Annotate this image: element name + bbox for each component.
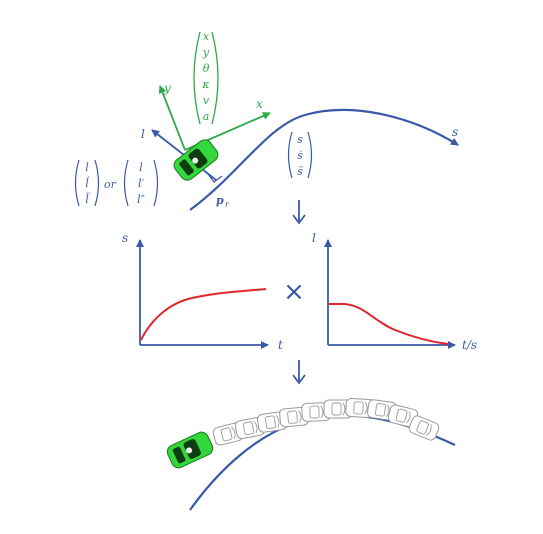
lt-paren-left: [74, 159, 80, 207]
reference-path: [189, 108, 459, 211]
cartesian-paren-right: [211, 31, 219, 125]
or-text: or: [104, 178, 117, 191]
s-state-sdot: ṡ: [297, 149, 303, 162]
l-axis-label: l: [141, 127, 145, 141]
state-v: v: [203, 94, 210, 107]
la-paren-right: [153, 159, 159, 207]
lt-state-ldot: l̇: [85, 177, 89, 190]
l-state-time-vector: l l̇ l̈: [74, 159, 100, 207]
car-icon: [173, 139, 219, 181]
s-curve: [140, 288, 267, 341]
multiply-operator: ×: [283, 277, 305, 307]
cartesian-y-label: y: [163, 81, 171, 95]
la-state-ldoubleprime: l″: [137, 193, 146, 206]
s-state-sddot: s̈: [297, 165, 303, 178]
state-theta: θ: [203, 62, 210, 75]
state-kappa: κ: [201, 78, 210, 91]
down-arrow-icon: [292, 200, 306, 225]
t-axis-label: t: [278, 338, 283, 352]
la-state-l: l: [139, 161, 143, 174]
lt-state-l: l: [85, 161, 89, 174]
state-x: x: [203, 30, 210, 43]
ts-axis-label: t/s: [462, 338, 477, 352]
cartesian-state-vector: x y θ κ v a: [193, 30, 219, 125]
cartesian-x-label: x: [256, 97, 263, 111]
state-y: y: [202, 46, 210, 59]
l-ts-plot: l t/s: [312, 231, 477, 352]
projection-point-subscript: r: [225, 200, 230, 209]
lt-state-lddot: l̈: [85, 193, 90, 206]
lt-paren-right: [94, 159, 100, 207]
path-s-label: s: [452, 125, 458, 139]
projection-point-label: p: [216, 194, 224, 207]
right-angle-marker: [207, 173, 223, 183]
l-state-arc-vector: l l′ l″: [123, 159, 159, 207]
s-axis-label: s: [122, 231, 128, 245]
l-axis-plot-label: l: [312, 231, 316, 245]
cartesian-paren-left: [193, 31, 201, 125]
car-icon: [166, 431, 214, 469]
s-state-s: s: [297, 133, 303, 146]
la-state-lprime: l′: [138, 177, 145, 190]
l-curve: [329, 303, 449, 345]
s-paren-right: [307, 131, 313, 179]
ghost-car-icon: [211, 397, 441, 447]
la-paren-left: [123, 159, 129, 207]
s-state-vector: s ṡ s̈: [287, 131, 313, 179]
s-paren-left: [287, 131, 293, 179]
state-a: a: [203, 110, 210, 123]
down-arrow-icon: [292, 360, 306, 385]
s-t-plot: s t: [122, 231, 283, 352]
cartesian-y-axis: [158, 85, 186, 151]
